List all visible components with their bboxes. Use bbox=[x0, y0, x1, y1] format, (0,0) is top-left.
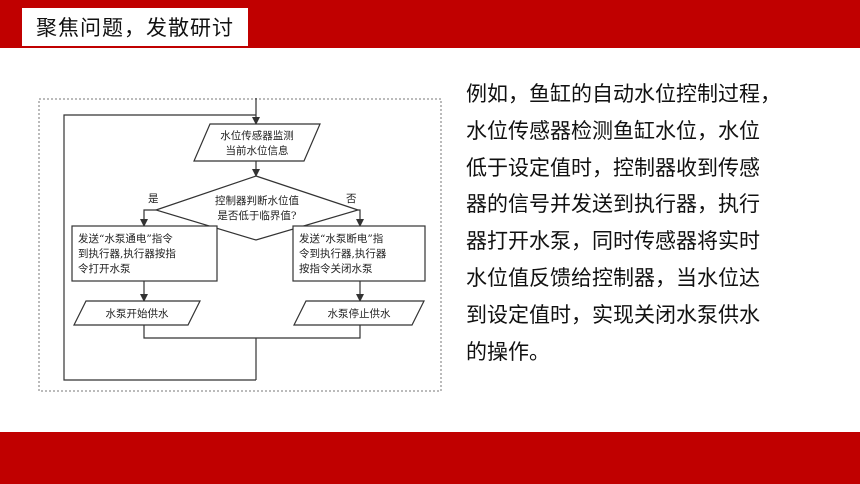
paragraph-line-5: 器打开水泵，同时传感器将实时 bbox=[466, 229, 760, 254]
sense-text-line-2: 当前水位信息 bbox=[226, 144, 289, 157]
pump-stop-output bbox=[293, 300, 425, 326]
pump-start-output bbox=[73, 300, 201, 326]
pump-off-text-line-3: 按指令关闭水泵 bbox=[299, 262, 373, 275]
decision-node bbox=[154, 175, 361, 241]
pump-off-action-box bbox=[292, 225, 426, 282]
pump-start-text: 水泵开始供水 bbox=[106, 307, 169, 320]
pump-off-text-line-1: 发送“水泵断电”指 bbox=[299, 232, 384, 245]
no-branch-arrow bbox=[356, 209, 364, 227]
pump-stop-text: 水泵停止供水 bbox=[328, 307, 391, 320]
pump-off-text-line-2: 令到执行器,执行器 bbox=[299, 247, 387, 260]
pump-on-text-line-2: 到执行器,执行器按指 bbox=[78, 247, 176, 260]
paragraph-line-3: 低于设定值时，控制器收到传感 bbox=[466, 155, 760, 180]
paragraph-line-2: 水位传感器检测鱼缸水位，水位 bbox=[466, 118, 760, 143]
sense-text-line-1: 水位传感器监测 bbox=[220, 129, 294, 142]
paragraph-line-8: 的操作。 bbox=[466, 339, 550, 364]
flowchart-svg: 水位传感器监测 当前水位信息 控制器判断水位值 是否低于临界值? 是 否 发送“… bbox=[38, 98, 442, 392]
diagram-border bbox=[38, 98, 442, 392]
description-paragraph: 例如，鱼缸的自动水位控制过程， 水位传感器检测鱼缸水位，水位 低于设定值时，控制… bbox=[466, 76, 816, 370]
decision-text-line-2: 是否低于临界值? bbox=[217, 209, 296, 222]
yes-branch-arrow bbox=[140, 209, 156, 227]
sense-node bbox=[193, 123, 321, 162]
paragraph-line-4: 器的信号并发送到执行器，执行 bbox=[466, 192, 760, 217]
paragraph-line-6: 水位值反馈给控制器，当水位达 bbox=[466, 265, 760, 290]
footer-bar bbox=[0, 432, 860, 484]
pump-on-text-line-1: 发送“水泵通电”指令 bbox=[78, 232, 173, 245]
paragraph-line-7: 到设定值时，实现关闭水泵供水 bbox=[466, 302, 760, 327]
merge-line bbox=[143, 325, 361, 339]
paragraph-line-1: 例如，鱼缸的自动水位控制过程， bbox=[466, 82, 781, 106]
feedback-loop-line bbox=[63, 114, 256, 381]
yes-label: 是 bbox=[148, 193, 159, 205]
pump-on-action-box bbox=[71, 225, 218, 282]
flowchart-diagram: 水位传感器监测 当前水位信息 控制器判断水位值 是否低于临界值? 是 否 发送“… bbox=[38, 98, 442, 392]
decision-text-line-1: 控制器判断水位值 bbox=[215, 194, 299, 207]
pump-on-text-line-3: 令打开水泵 bbox=[78, 262, 131, 275]
page-title: 聚焦问题，发散研讨 bbox=[22, 8, 248, 46]
no-label: 否 bbox=[346, 193, 357, 205]
